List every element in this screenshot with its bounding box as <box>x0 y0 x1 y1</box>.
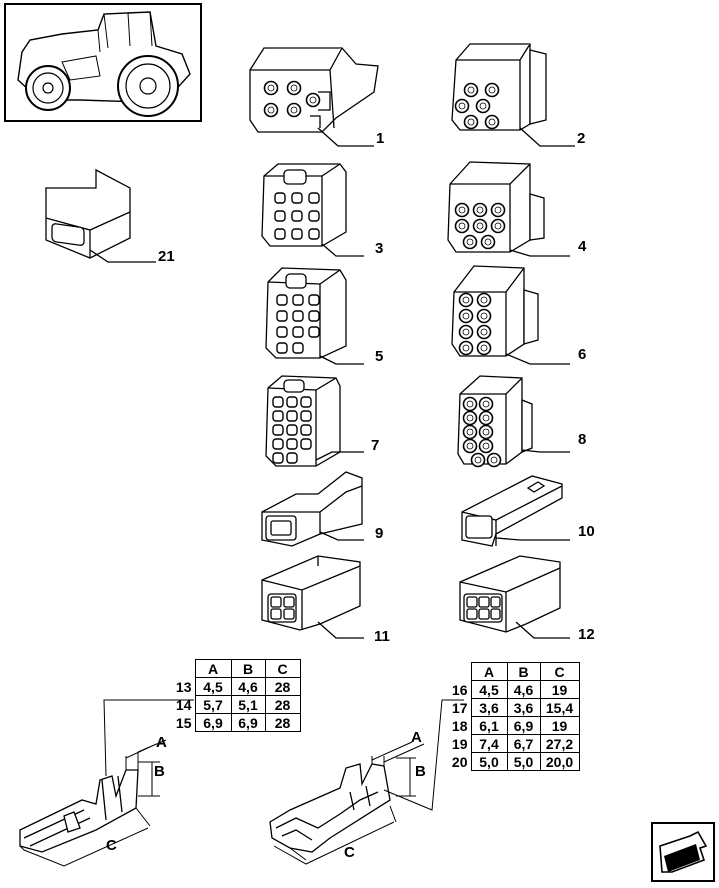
cell-c: 27,2 <box>539 734 580 753</box>
next-page-arrow-icon[interactable] <box>651 822 715 882</box>
table-header-row: A B C <box>445 662 580 681</box>
table-header-row: A B C <box>168 659 301 678</box>
connector-part-2 <box>451 43 575 147</box>
cell-a: 5,7 <box>194 695 232 714</box>
part-label-12: 12 <box>578 626 595 643</box>
dimension-label-c-right: C <box>344 844 355 861</box>
header-c: C <box>539 662 580 681</box>
connector-part-8 <box>457 375 570 468</box>
connector-part-10 <box>461 475 570 547</box>
cell-c: 28 <box>264 695 301 714</box>
table-row: 18 6,1 6,9 19 <box>445 716 580 735</box>
cell-c: 20,0 <box>539 752 580 771</box>
cell-c: 15,4 <box>539 698 580 717</box>
part-label-4: 4 <box>578 238 587 255</box>
cell-b: 6,9 <box>506 716 541 735</box>
dimension-label-b-left: B <box>154 763 165 780</box>
row-ref: 14 <box>175 696 192 713</box>
connector-part-11 <box>261 555 364 639</box>
dimension-label-b-right: B <box>415 763 426 780</box>
spec-table-left: A B C 13 4,5 4,6 28 14 5,7 5,1 28 15 6,9… <box>168 659 301 732</box>
header-b: B <box>506 662 541 681</box>
cell-c: 19 <box>539 716 580 735</box>
cell-a: 5,0 <box>470 752 508 771</box>
cell-c: 28 <box>264 677 301 696</box>
cell-a: 4,5 <box>470 680 508 699</box>
cell-a: 6,9 <box>194 713 232 732</box>
part-label-10: 10 <box>578 523 595 540</box>
cell-b: 6,9 <box>230 713 266 732</box>
part-label-9: 9 <box>375 525 384 542</box>
header-b: B <box>230 659 266 678</box>
cell-a: 3,6 <box>470 698 508 717</box>
row-ref: 13 <box>175 678 192 695</box>
cell-a: 4,5 <box>194 677 232 696</box>
cell-b: 6,7 <box>506 734 541 753</box>
row-ref: 19 <box>451 735 468 752</box>
part-label-6: 6 <box>578 346 587 363</box>
cell-c: 28 <box>264 713 301 732</box>
table-row: 19 7,4 6,7 27,2 <box>445 734 580 753</box>
part-label-2: 2 <box>577 130 586 147</box>
cell-b: 5,1 <box>230 695 266 714</box>
connector-part-6 <box>451 265 570 365</box>
table-row: 15 6,9 6,9 28 <box>168 713 301 732</box>
row-ref: 18 <box>451 717 468 734</box>
table-row: 20 5,0 5,0 20,0 <box>445 752 580 771</box>
connector-part-12 <box>459 555 570 639</box>
connector-part-3 <box>261 163 364 257</box>
dimension-label-a-right: A <box>411 729 422 746</box>
part-label-11: 11 <box>374 628 390 645</box>
terminal-left <box>19 699 194 867</box>
spec-table-right: A B C 16 4,5 4,6 19 17 3,6 3,6 15,4 18 6… <box>445 662 580 771</box>
cell-a: 7,4 <box>470 734 508 753</box>
dimension-label-c-left: C <box>106 837 117 854</box>
part-label-1: 1 <box>376 130 385 147</box>
cell-b: 5,0 <box>506 752 541 771</box>
table-row: 14 5,7 5,1 28 <box>168 695 301 714</box>
header-c: C <box>264 659 301 678</box>
connector-part-1 <box>249 47 379 147</box>
row-ref: 20 <box>451 753 468 770</box>
cell-a: 6,1 <box>470 716 508 735</box>
part-label-3: 3 <box>375 240 384 257</box>
connector-part-9 <box>261 471 364 547</box>
cell-b: 4,6 <box>230 677 266 696</box>
row-ref: 15 <box>175 714 192 731</box>
connector-part-7 <box>265 375 364 467</box>
part-label-7: 7 <box>371 437 380 454</box>
dimension-label-a-left: A <box>156 734 167 751</box>
tractor-thumbnail <box>4 3 202 122</box>
part-label-8: 8 <box>578 431 587 448</box>
header-a: A <box>194 659 232 678</box>
table-row: 13 4,5 4,6 28 <box>168 677 301 696</box>
table-row: 16 4,5 4,6 19 <box>445 680 580 699</box>
part-label-5: 5 <box>375 348 384 365</box>
table-row: 17 3,6 3,6 15,4 <box>445 698 580 717</box>
connector-part-21 <box>45 168 156 263</box>
row-ref: 16 <box>451 681 468 698</box>
cell-b: 3,6 <box>506 698 541 717</box>
connector-part-4 <box>447 161 570 257</box>
header-a: A <box>470 662 508 681</box>
terminal-right <box>269 699 464 865</box>
connector-part-5 <box>265 267 364 365</box>
cell-b: 4,6 <box>506 680 541 699</box>
part-label-21: 21 <box>158 248 175 265</box>
row-ref: 17 <box>451 699 468 716</box>
cell-c: 19 <box>539 680 580 699</box>
